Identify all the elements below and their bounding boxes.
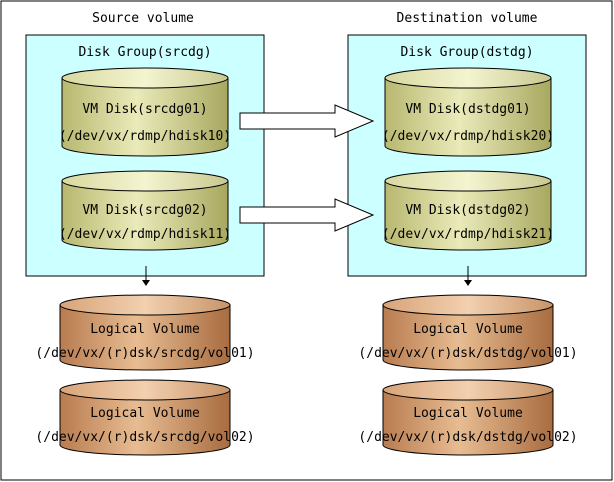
source-vm-disk-1-body <box>61 77 229 157</box>
destination-vm-disk-1-body <box>384 77 552 157</box>
source-logical-volume-2: Logical Volume (/dev/vx/(r)dsk/srcdg/vol… <box>35 379 255 456</box>
source-vm-disk-2-top <box>61 170 229 192</box>
destination-vm-disk-1-name: VM Disk(dstdg01) <box>405 102 530 117</box>
destination-vm-disk-1-path: (/dev/vx/rdmp/hdisk20) <box>382 129 554 144</box>
destination-down-arrow <box>464 266 472 286</box>
source-logical-volume-1-top <box>59 294 231 316</box>
destination-logical-volume-2-name: Logical Volume <box>413 406 523 421</box>
source-vm-disk-2: VM Disk(srcdg02) (/dev/vx/rdmp/hdisk11) <box>59 170 231 251</box>
source-logical-volume-1: Logical Volume (/dev/vx/(r)dsk/srcdg/vol… <box>35 294 255 371</box>
source-heading: Source volume <box>92 11 194 26</box>
copy-arrow-1 <box>239 104 375 138</box>
source-vm-disk-1: VM Disk(srcdg01) (/dev/vx/rdmp/hdisk10) <box>59 67 231 157</box>
source-logical-volume-2-body <box>59 389 231 456</box>
source-logical-volume-1-body <box>59 304 231 371</box>
destination-vm-disk-2-path: (/dev/vx/rdmp/hdisk21) <box>382 227 554 242</box>
destination-vm-disk-1: VM Disk(dstdg01) (/dev/vx/rdmp/hdisk20) <box>382 67 554 157</box>
source-logical-volume-2-path: (/dev/vx/(r)dsk/srcdg/vol02) <box>35 430 254 445</box>
destination-logical-volume-2-path: (/dev/vx/(r)dsk/dstdg/vol02) <box>358 430 577 445</box>
source-logical-volume-2-top <box>59 379 231 401</box>
source-down-arrow <box>142 266 150 286</box>
source-vm-disk-1-path: (/dev/vx/rdmp/hdisk10) <box>59 129 231 144</box>
source-logical-volume-1-name: Logical Volume <box>90 322 200 337</box>
source-vm-disk-2-path: (/dev/vx/rdmp/hdisk11) <box>59 227 231 242</box>
destination-vm-disk-1-top <box>384 67 552 89</box>
destination-logical-volume-1-body <box>382 304 554 371</box>
source-logical-volume-2-name: Logical Volume <box>90 406 200 421</box>
destination-vm-disk-2: VM Disk(dstdg02) (/dev/vx/rdmp/hdisk21) <box>382 170 554 251</box>
destination-logical-volume-2-top <box>382 379 554 401</box>
source-vm-disk-1-top <box>61 67 229 89</box>
source-vm-disk-2-name: VM Disk(srcdg02) <box>82 203 207 218</box>
destination-logical-volume-1: Logical Volume (/dev/vx/(r)dsk/dstdg/vol… <box>358 294 578 371</box>
destination-vm-disk-2-body <box>384 180 552 251</box>
copy-arrow-2 <box>239 198 375 232</box>
destination-logical-volume-2: Logical Volume (/dev/vx/(r)dsk/dstdg/vol… <box>358 379 578 456</box>
destination-disk-group-label: Disk Group(dstdg) <box>400 45 533 60</box>
source-logical-volume-1-path: (/dev/vx/(r)dsk/srcdg/vol01) <box>35 346 254 361</box>
destination-logical-volume-2-body <box>382 389 554 456</box>
destination-logical-volume-1-top <box>382 294 554 316</box>
destination-vm-disk-2-name: VM Disk(dstdg02) <box>405 203 530 218</box>
destination-heading: Destination volume <box>397 11 538 26</box>
source-vm-disk-2-body <box>61 180 229 251</box>
destination-logical-volume-1-path: (/dev/vx/(r)dsk/dstdg/vol01) <box>358 346 577 361</box>
destination-logical-volume-1-name: Logical Volume <box>413 322 523 337</box>
source-vm-disk-1-name: VM Disk(srcdg01) <box>82 102 207 117</box>
destination-vm-disk-2-top <box>384 170 552 192</box>
source-disk-group-label: Disk Group(srcdg) <box>78 45 211 60</box>
